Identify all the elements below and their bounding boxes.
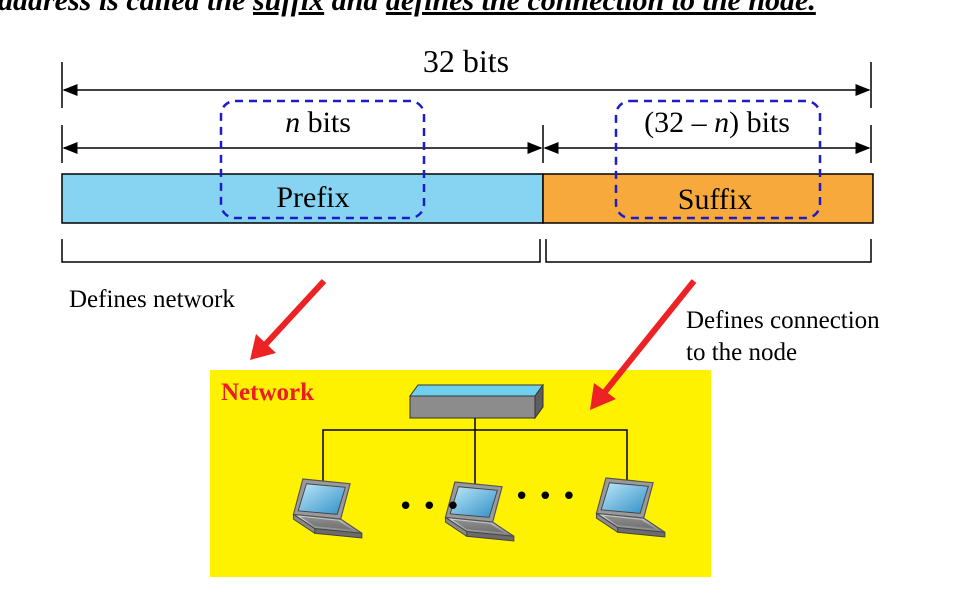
total-bits-label: 32 bits bbox=[423, 43, 509, 79]
network-wiring bbox=[322, 418, 628, 492]
suffix-bits-label: (32 – n) bits bbox=[644, 106, 790, 139]
caption-defines: defines the connection to the node. bbox=[386, 0, 816, 17]
ellipsis-left: • • • bbox=[398, 492, 461, 522]
suffix-highlight-box bbox=[614, 99, 822, 220]
defines-network-label: Defines network bbox=[69, 286, 235, 313]
prefix-label: Prefix bbox=[276, 181, 349, 214]
network-arrow-head bbox=[250, 334, 276, 360]
prefix-bits-label: n bits bbox=[285, 106, 351, 139]
caption-text: address is called the suffix and defines… bbox=[0, 0, 816, 17]
suffix-bracket bbox=[545, 239, 872, 263]
prefix-box bbox=[61, 173, 544, 224]
suffix-bits-pre: (32 – bbox=[644, 106, 714, 139]
prefix-bits-post: bits bbox=[300, 106, 351, 139]
suffix-box bbox=[542, 173, 874, 224]
network-arrow-shaft bbox=[261, 278, 327, 349]
suffix-bits-post: ) bits bbox=[729, 106, 790, 139]
network-label: Network bbox=[221, 379, 314, 406]
defines-connection-label-line1: Defines connection bbox=[686, 307, 880, 334]
caption-part1: address is called the bbox=[0, 0, 253, 17]
caption-part2: and bbox=[324, 0, 386, 17]
prefix-bracket bbox=[61, 239, 541, 263]
caption-suffix-word: suffix bbox=[252, 0, 324, 17]
connection-arrow-head bbox=[590, 383, 616, 410]
defines-connection-label-line2: to the node bbox=[686, 339, 797, 366]
suffix-bits-n: n bbox=[714, 106, 729, 139]
connection-arrow-shaft bbox=[601, 279, 697, 395]
ellipsis-right: • • • bbox=[514, 482, 577, 512]
network-switch-icon bbox=[409, 383, 544, 420]
prefix-highlight-box bbox=[219, 99, 426, 220]
prefix-bits-n: n bbox=[285, 106, 300, 139]
suffix-label: Suffix bbox=[678, 183, 752, 216]
